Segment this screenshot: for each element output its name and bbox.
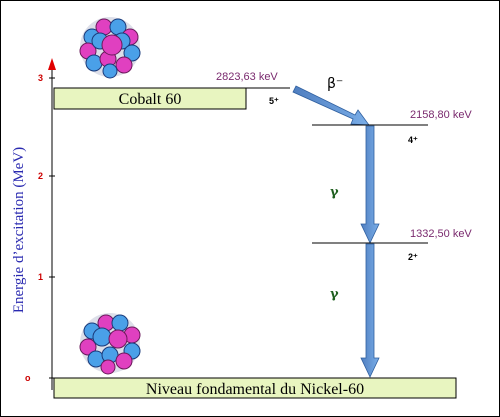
cobalt-spin-label: 5⁺ <box>269 96 279 106</box>
tick-label-2: 2 <box>38 171 43 181</box>
cobalt-energy-label: 2823,63 keV <box>216 71 278 83</box>
tick-label-0: o <box>25 373 31 383</box>
y-axis-arrowhead <box>48 58 56 70</box>
level-2-energy-label: 1332,50 keV <box>410 228 472 240</box>
nickel-nucleus-icon <box>79 313 141 375</box>
gamma-label-2: γ <box>330 287 339 302</box>
cobalt-box <box>53 87 247 110</box>
ground-box <box>53 377 457 399</box>
gamma-arrow-1 <box>360 125 380 244</box>
level-4-spin-label: 4⁺ <box>408 135 418 145</box>
y-axis-title: Energie d’excitation (MeV) <box>11 147 27 313</box>
cobalt-label: Cobalt 60 <box>119 91 182 108</box>
gamma-label-1: γ <box>330 185 339 200</box>
beta-arrow <box>292 85 370 126</box>
tick-label-1: 1 <box>38 272 43 282</box>
cobalt-nucleus-icon <box>79 17 141 79</box>
beta-label: β⁻ <box>327 76 343 92</box>
level-2-spin-label: 2⁺ <box>408 252 418 262</box>
gamma-arrow-2 <box>360 243 380 378</box>
ground-label: Niveau fondamental du Nickel-60 <box>146 381 364 398</box>
level-4-energy-label: 2158,80 keV <box>410 109 472 121</box>
tick-label-3: 3 <box>38 73 43 83</box>
